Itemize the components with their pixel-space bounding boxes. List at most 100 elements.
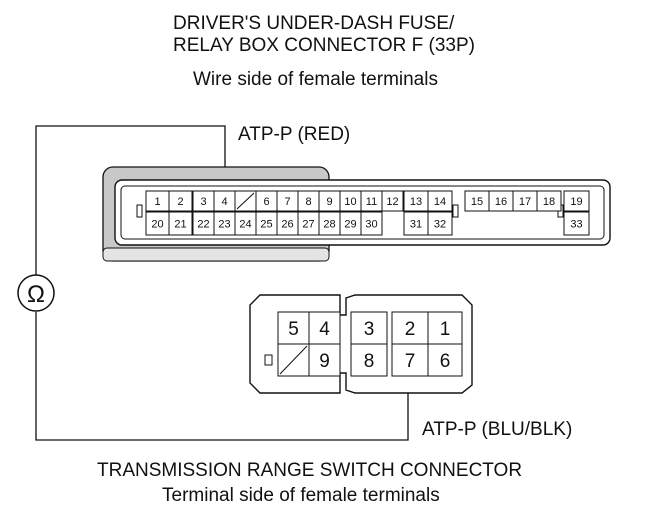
top-terminal-number: 16 — [495, 196, 507, 208]
top-terminal-number: 17 — [519, 196, 531, 208]
top-terminal-number: 7 — [284, 196, 290, 208]
top-terminal-number: 32 — [434, 218, 446, 230]
top-terminal-number: 11 — [366, 196, 377, 208]
top-terminal-blank — [234, 190, 257, 212]
top-terminal-11: 11 — [360, 190, 383, 212]
top-terminal-number: 27 — [302, 218, 314, 230]
top-terminal-number: 4 — [221, 196, 227, 208]
bottom-terminal-blank — [277, 343, 310, 377]
top-probe-label: ATP-P (RED) — [238, 124, 351, 145]
top-connector-title-line1: DRIVER'S UNDER-DASH FUSE/ — [173, 13, 455, 34]
ohmmeter-icon: Ω — [17, 274, 55, 312]
bottom-terminal-2: 2 — [391, 311, 429, 345]
bottom-terminal-number: 6 — [440, 351, 451, 372]
top-terminal-20: 20 — [145, 211, 170, 236]
top-terminal-number: 9 — [326, 196, 332, 208]
top-terminal-number: 10 — [344, 196, 356, 208]
top-terminal-13: 13 — [403, 190, 429, 212]
bottom-terminal-number: 5 — [288, 319, 299, 340]
bottom-terminal-number: 8 — [364, 351, 375, 372]
bottom-terminal-3: 3 — [350, 311, 388, 345]
top-terminal-7: 7 — [276, 190, 299, 212]
bottom-terminal-1: 1 — [427, 311, 463, 345]
top-terminal-number: 2 — [177, 196, 183, 208]
bottom-blank-terminal-slash — [279, 345, 308, 375]
top-terminal-32: 32 — [427, 211, 453, 236]
top-terminal-number: 6 — [263, 196, 269, 208]
top-terminal-number: 15 — [471, 196, 483, 208]
top-terminal-25: 25 — [255, 211, 278, 236]
top-terminal-number: 22 — [197, 218, 209, 230]
top-terminal-18: 18 — [536, 190, 562, 212]
top-terminal-number: 25 — [260, 218, 272, 230]
top-terminal-2: 2 — [168, 190, 193, 212]
lead-to-top-terminal-4 — [35, 125, 226, 275]
top-terminal-number: 19 — [570, 196, 582, 208]
bottom-terminal-number: 1 — [440, 319, 451, 340]
test-lead-wires — [35, 125, 409, 441]
lead-to-bottom-terminal-7 — [35, 312, 409, 441]
bottom-terminal-9: 9 — [308, 343, 341, 377]
top-terminal-number: 33 — [570, 218, 582, 230]
top-terminal-12: 12 — [381, 190, 404, 212]
top-terminal-19: 19 — [563, 190, 590, 212]
bottom-probe-label: ATP-P (BLU/BLK) — [422, 419, 573, 440]
top-terminal-number: 26 — [281, 218, 293, 230]
bottom-terminal-number: 9 — [319, 351, 330, 372]
top-terminal-number: 20 — [151, 218, 163, 230]
top-terminal-6: 6 — [255, 190, 278, 212]
top-terminal-16: 16 — [488, 190, 514, 212]
top-terminal-27: 27 — [297, 211, 320, 236]
top-terminal-29: 29 — [339, 211, 362, 236]
top-terminal-number: 21 — [174, 218, 186, 230]
top-connector-view-note: Wire side of female terminals — [193, 69, 438, 90]
top-terminal-4: 4 — [213, 190, 236, 212]
top-terminal-number: 29 — [344, 218, 356, 230]
top-terminal-23: 23 — [213, 211, 236, 236]
bottom-connector-view-note: Terminal side of female terminals — [162, 485, 440, 506]
bottom-connector-title: TRANSMISSION RANGE SWITCH CONNECTOR — [97, 460, 523, 481]
bottom-terminal-4: 4 — [308, 311, 341, 345]
top-terminal-17: 17 — [512, 190, 538, 212]
top-terminal-33: 33 — [563, 211, 590, 236]
top-terminal-30: 30 — [360, 211, 383, 236]
top-terminal-21: 21 — [168, 211, 193, 236]
top-terminal-14: 14 — [427, 190, 453, 212]
top-terminal-number: 23 — [218, 218, 230, 230]
top-terminal-3: 3 — [192, 190, 215, 212]
top-terminal-number: 31 — [410, 218, 422, 230]
top-connector-title-line2: RELAY BOX CONNECTOR F (33P) — [173, 35, 475, 56]
top-terminal-number: 30 — [365, 218, 377, 230]
bottom-terminal-7: 7 — [391, 343, 429, 377]
top-terminal-number: 24 — [239, 218, 251, 230]
top-terminal-10: 10 — [339, 190, 362, 212]
top-terminal-28: 28 — [318, 211, 341, 236]
top-terminal-number: 3 — [200, 196, 206, 208]
top-terminal-number: 18 — [543, 196, 555, 208]
top-terminal-15: 15 — [464, 190, 490, 212]
bottom-terminal-number: 2 — [405, 319, 416, 340]
bottom-terminal-number: 4 — [319, 319, 330, 340]
bottom-terminal-number: 7 — [405, 351, 416, 372]
bottom-terminal-5: 5 — [277, 311, 310, 345]
top-terminal-22: 22 — [192, 211, 215, 236]
bottom-terminal-8: 8 — [350, 343, 388, 377]
top-terminal-24: 24 — [234, 211, 257, 236]
bottom-terminal-6: 6 — [427, 343, 463, 377]
top-terminal-number: 8 — [305, 196, 311, 208]
top-terminal-number: 14 — [434, 196, 446, 208]
top-terminal-1: 1 — [145, 190, 170, 212]
top-terminal-26: 26 — [276, 211, 299, 236]
top-terminal-number: 13 — [410, 196, 422, 208]
top-terminal-number: 12 — [386, 196, 398, 208]
ohm-symbol: Ω — [27, 281, 45, 308]
top-terminal-9: 9 — [318, 190, 341, 212]
top-blank-terminal-slash — [236, 192, 255, 210]
top-terminal-31: 31 — [403, 211, 429, 236]
top-terminal-number: 1 — [154, 196, 160, 208]
top-terminal-number: 28 — [323, 218, 335, 230]
top-terminal-8: 8 — [297, 190, 320, 212]
